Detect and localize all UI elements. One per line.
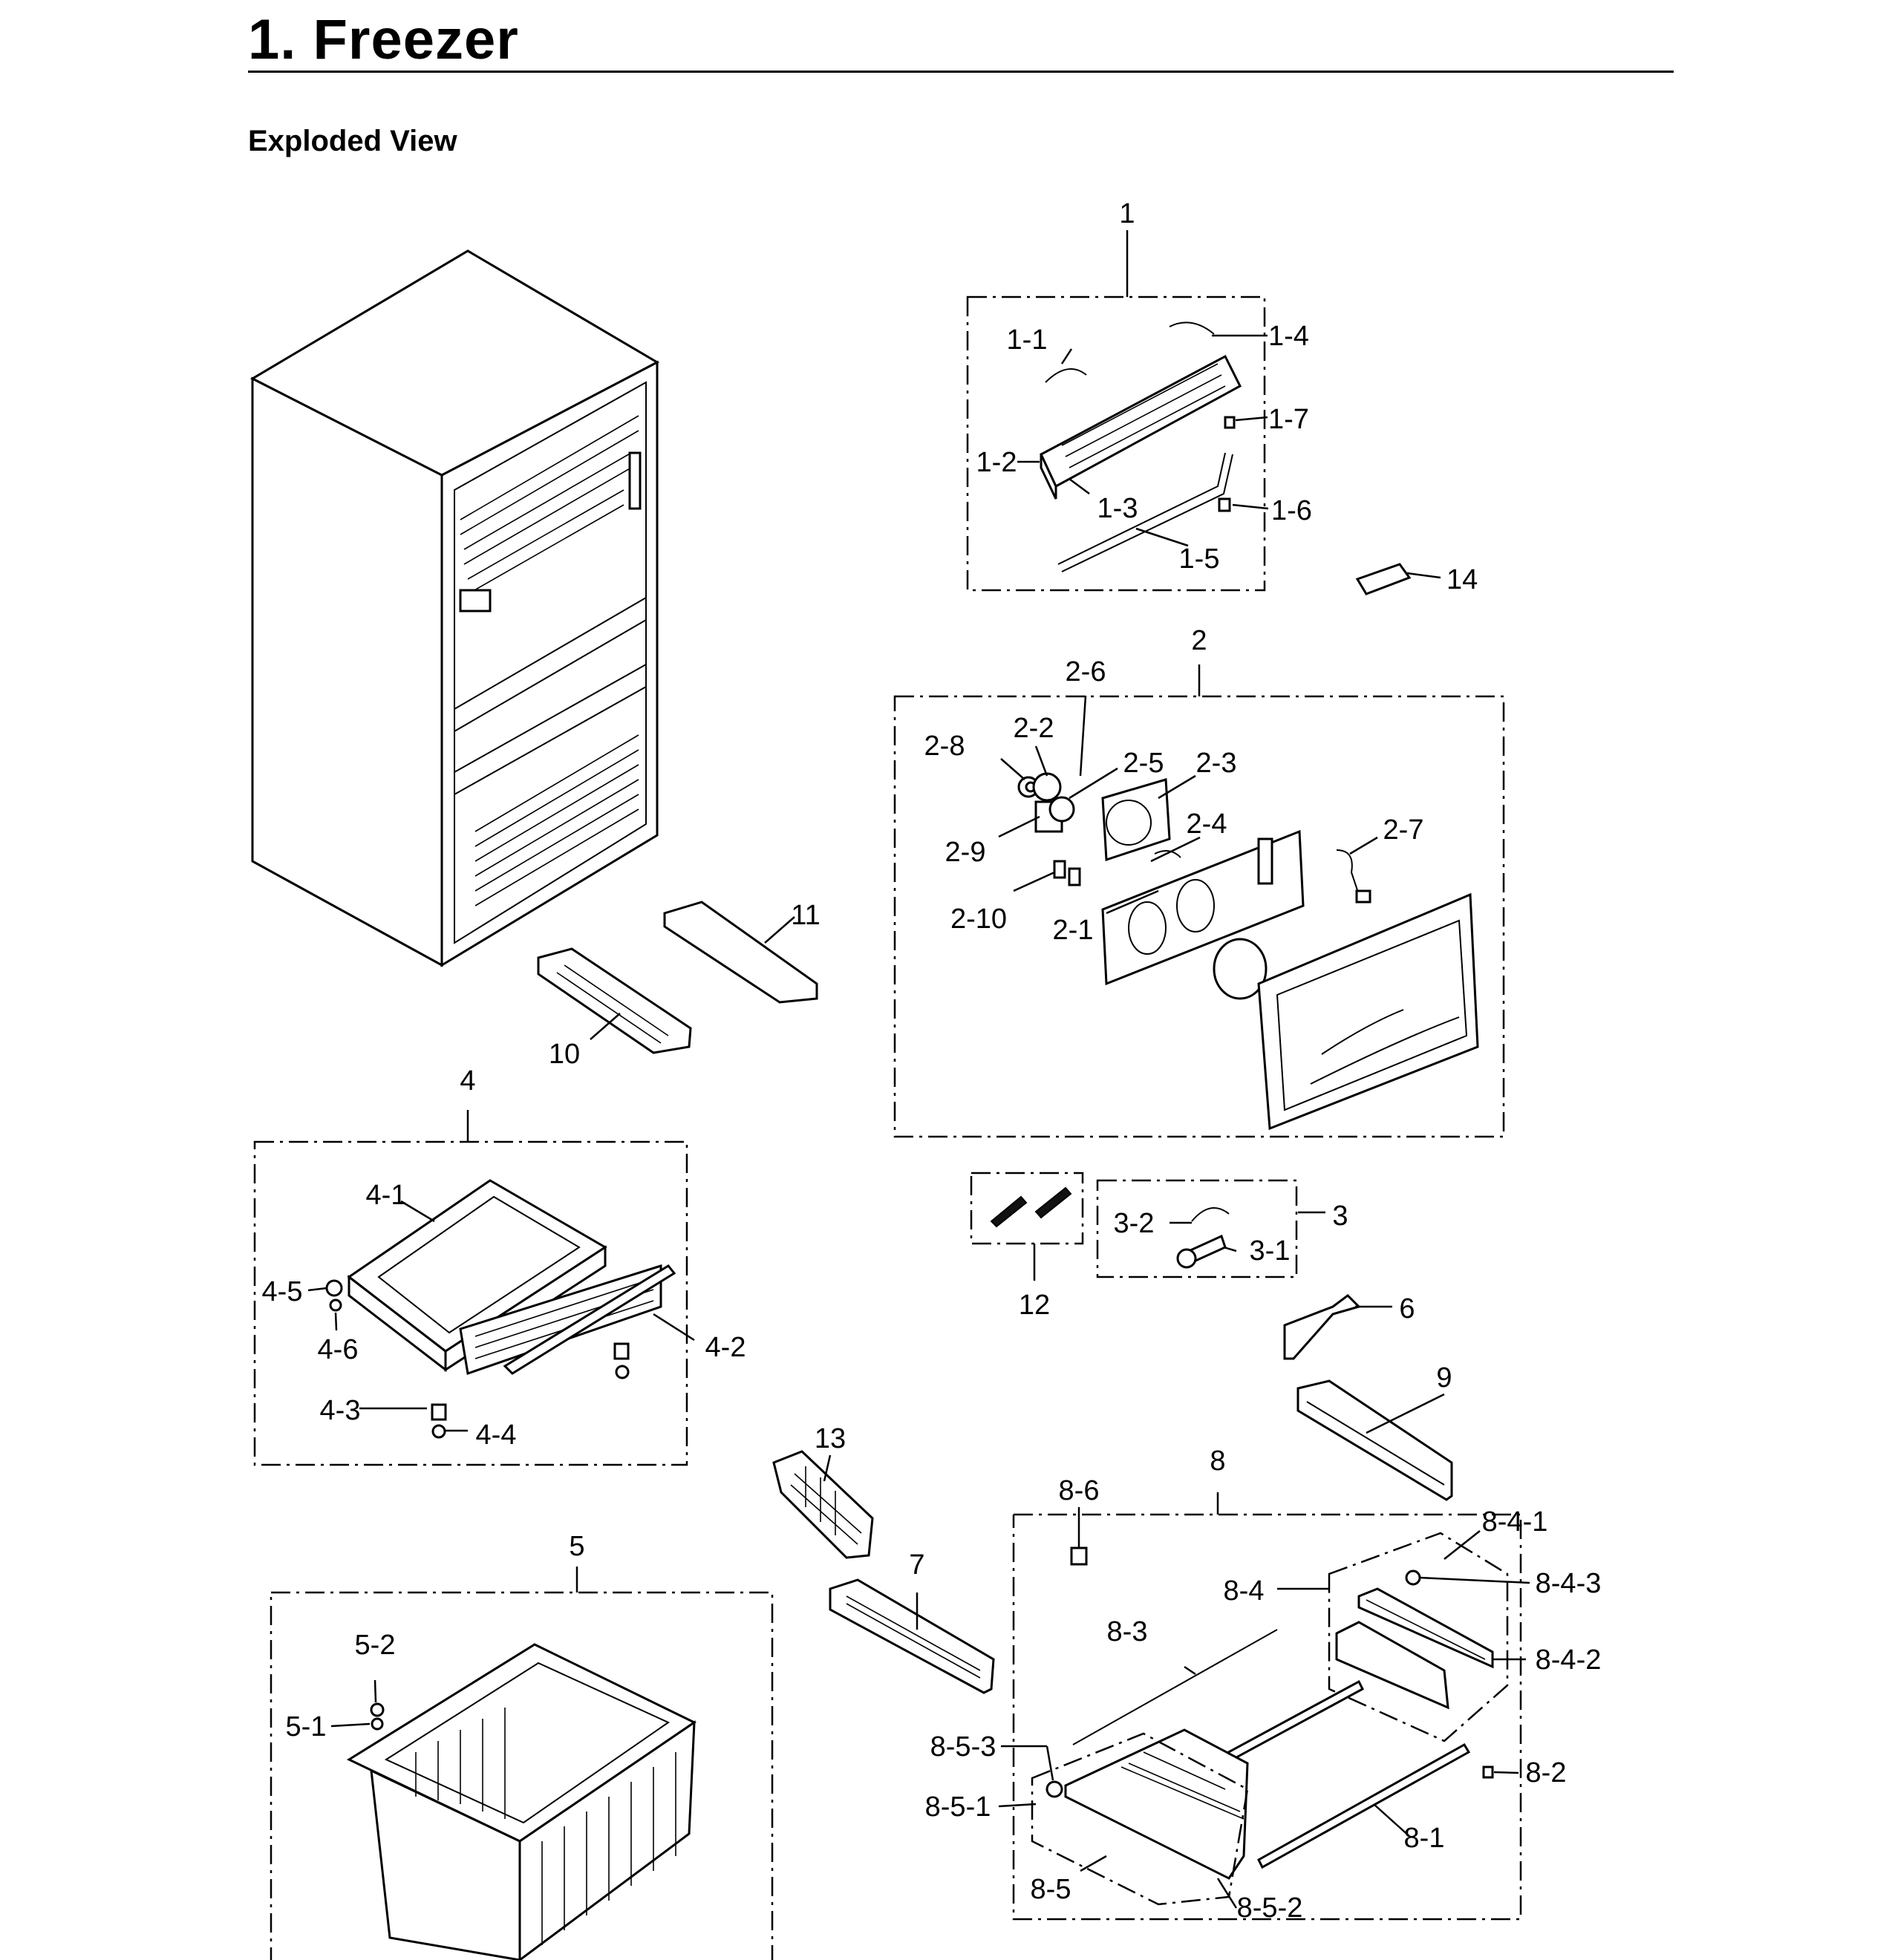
part-10-illustration	[537, 947, 692, 1054]
part-14-illustration	[1355, 563, 1412, 595]
upper-basket-illustration	[325, 1179, 676, 1439]
callout-2-6: 2-6	[1066, 656, 1106, 687]
rail-assembly-illustration	[1046, 1569, 1494, 1880]
callout-4-4: 4-4	[476, 1420, 517, 1451]
callout-9: 9	[1436, 1362, 1452, 1394]
callout-1-6: 1-6	[1271, 495, 1312, 526]
callout-4: 4	[460, 1065, 475, 1097]
callout-3: 3	[1332, 1200, 1348, 1232]
callout-5: 5	[569, 1531, 584, 1562]
callout-14: 14	[1446, 564, 1478, 595]
part-8-6-illustration	[1070, 1546, 1088, 1566]
callout-8-5-2: 8-5-2	[1237, 1892, 1303, 1924]
callout-8-4-1: 8-4-1	[1482, 1506, 1548, 1538]
part-9-illustration	[1296, 1379, 1453, 1501]
part-6-illustration	[1283, 1294, 1361, 1360]
callout-2-7: 2-7	[1383, 814, 1424, 846]
cabinet-illustration	[249, 249, 660, 967]
group-2-box	[893, 695, 1505, 1138]
group-5-box	[270, 1591, 774, 1960]
group-4-box	[253, 1140, 688, 1466]
callout-1-2: 1-2	[976, 447, 1017, 478]
callout-2-1: 2-1	[1053, 915, 1094, 946]
callout-5-2: 5-2	[355, 1630, 396, 1661]
callout-4-6: 4-6	[318, 1334, 359, 1365]
callout-2-9: 2-9	[945, 837, 986, 868]
callout-labels: 1 1-1 1-2 1-3 1-4 1-5 1-6 1-7 14 2 2-1 2…	[262, 198, 1602, 1924]
part-12-box	[970, 1172, 1084, 1245]
part-13-illustration	[772, 1450, 874, 1559]
callout-1-5: 1-5	[1179, 543, 1220, 575]
evaporator-assembly	[1040, 321, 1242, 572]
group-8-box	[1012, 1513, 1522, 1921]
callout-8-5: 8-5	[1031, 1874, 1071, 1905]
callout-11: 11	[791, 900, 820, 931]
callout-8-3: 8-3	[1107, 1616, 1148, 1647]
callout-8: 8	[1210, 1446, 1225, 1477]
callout-1-7: 1-7	[1268, 404, 1309, 435]
group-8-4-box	[1328, 1532, 1509, 1742]
callout-8-4: 8-4	[1224, 1575, 1265, 1607]
page-title: 1. Freezer	[248, 8, 519, 71]
callout-4-1: 4-1	[366, 1180, 407, 1211]
callout-1-4: 1-4	[1268, 321, 1309, 352]
callout-2-2: 2-2	[1014, 713, 1054, 744]
callout-4-5: 4-5	[262, 1276, 303, 1307]
callout-4-2: 4-2	[705, 1332, 746, 1363]
callout-8-4-3: 8-4-3	[1536, 1568, 1602, 1599]
title-underline	[248, 71, 1674, 73]
fan-motor-assembly	[1017, 772, 1479, 1131]
callout-12: 12	[1019, 1290, 1050, 1321]
section-subtitle: Exploded View	[248, 125, 457, 157]
callout-8-6: 8-6	[1059, 1475, 1100, 1506]
callout-1-3: 1-3	[1097, 493, 1138, 524]
group-3-box	[1096, 1179, 1298, 1278]
callout-8-4-2: 8-4-2	[1536, 1644, 1602, 1676]
callout-8-5-1: 8-5-1	[925, 1791, 991, 1823]
callout-8-5-3: 8-5-3	[930, 1731, 996, 1763]
callout-2-3: 2-3	[1196, 748, 1237, 779]
callout-10: 10	[549, 1039, 580, 1070]
part-11-illustration	[663, 901, 818, 1004]
callout-4-3: 4-3	[320, 1395, 361, 1426]
callout-2-5: 2-5	[1123, 748, 1164, 779]
callout-6: 6	[1399, 1293, 1415, 1324]
callout-5-1: 5-1	[286, 1711, 327, 1742]
callout-13: 13	[815, 1423, 846, 1454]
group-1-box	[966, 295, 1266, 592]
callout-8-1: 8-1	[1404, 1823, 1445, 1854]
callout-2-8: 2-8	[924, 731, 965, 762]
callout-2-10: 2-10	[950, 904, 1007, 935]
callout-3-2: 3-2	[1114, 1208, 1155, 1239]
part-12-illustration	[990, 1195, 1028, 1228]
callout-3-1: 3-1	[1250, 1235, 1291, 1267]
callout-1: 1	[1119, 198, 1135, 229]
callout-2-4: 2-4	[1187, 808, 1227, 840]
group-3-illustration	[1176, 1207, 1230, 1269]
lower-basket-illustration	[346, 1643, 697, 1960]
callout-8-2: 8-2	[1526, 1757, 1567, 1788]
callout-2: 2	[1191, 625, 1207, 656]
part-7-illustration	[829, 1578, 995, 1694]
callout-1-1: 1-1	[1007, 324, 1048, 356]
callout-7: 7	[909, 1549, 924, 1581]
